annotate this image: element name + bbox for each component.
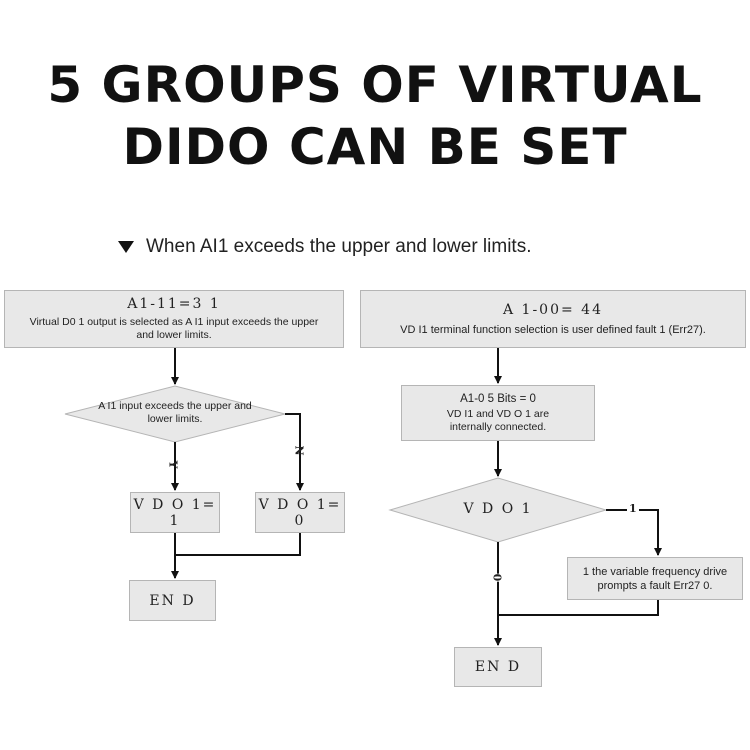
right-box-a1-00: A 1-00= 44 VD I1 terminal function selec… xyxy=(360,290,746,348)
right-zero-label: 0 xyxy=(490,573,504,582)
title-line-1: 5 GROUPS OF VIRTUAL xyxy=(47,56,703,114)
right-end-box: EN D xyxy=(454,647,542,687)
subtitle: When AI1 exceeds the upper and lower lim… xyxy=(118,236,531,258)
right-fault-text: 1 the variable frequency drive prompts a… xyxy=(582,565,728,592)
left-arrow-no xyxy=(285,413,304,491)
left-end-box: EN D xyxy=(129,580,216,621)
right-merge-line xyxy=(498,600,659,616)
right-one-label: 1 xyxy=(627,502,639,515)
left-decision-text: A I1 input exceeds the upper and lower l… xyxy=(98,400,252,425)
right-box1-code: A 1-00= 44 xyxy=(502,301,603,318)
left-box-vdo1-1: V D O 1= 1 xyxy=(130,492,220,533)
right-box-a1-05: A1-0 5 Bits = 0 VD I1 and VD O 1 are int… xyxy=(401,385,595,441)
left-box-a1-11: A1-11=3 1 Virtual D0 1 output is selecte… xyxy=(4,290,344,348)
left-yes-label: Y xyxy=(166,460,180,469)
right-box2-line2: VD I1 and VD O 1 are internally connecte… xyxy=(446,407,550,433)
triangle-down-icon xyxy=(118,241,134,253)
right-arrow-one xyxy=(606,509,662,556)
left-no-label: N xyxy=(292,445,306,456)
right-box2-line1: A1-0 5 Bits = 0 xyxy=(460,392,536,405)
left-box1-desc: Virtual D0 1 output is selected as A I1 … xyxy=(29,316,319,341)
left-merge-line xyxy=(175,533,301,556)
left-box-vdo1-0: V D O 1= 0 xyxy=(255,492,345,533)
title-line-2: DIDO CAN BE SET xyxy=(122,118,628,176)
subtitle-text: When AI1 exceeds the upper and lower lim… xyxy=(146,236,532,257)
right-box1-desc: VD I1 terminal function selection is use… xyxy=(400,323,706,336)
right-decision-text: V D O 1 xyxy=(463,501,533,517)
left-box1-code: A1-11=3 1 xyxy=(127,296,221,312)
right-fault-box: 1 the variable frequency drive prompts a… xyxy=(567,557,743,600)
